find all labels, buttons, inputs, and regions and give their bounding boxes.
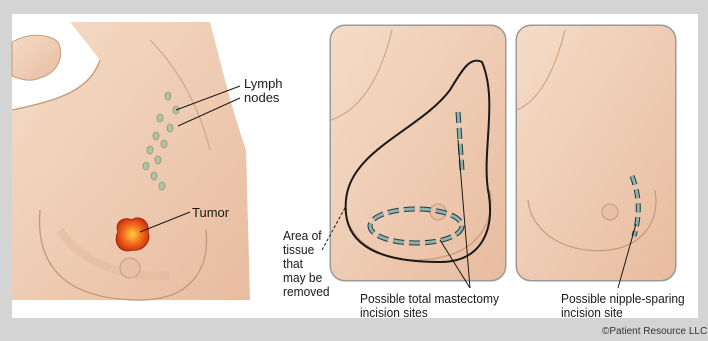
lymph-nodes-label: Lymph nodes [244, 77, 283, 105]
nipple-icon [120, 258, 140, 278]
lymph-node-icon [159, 182, 165, 190]
lymph-node-icon [161, 140, 167, 148]
area-removed-label: Area of tissue that may be removed [283, 229, 330, 299]
lymph-node-icon [151, 172, 157, 180]
total-mastectomy-label: Possible total mastectomy incision sites [360, 292, 499, 320]
lymph-node-icon [147, 146, 153, 154]
tumor-label: Tumor [192, 206, 229, 220]
left-torso-illustration [12, 22, 250, 300]
nipple-sparing-label: Possible nipple-sparing incision site [561, 292, 685, 320]
lymph-node-icon [165, 92, 171, 100]
lymph-node-icon [153, 132, 159, 140]
lymph-node-icon [167, 124, 173, 132]
middle-panel [331, 26, 505, 280]
tumor-icon [116, 218, 149, 251]
copyright-text: ©Patient Resource LLC [602, 326, 707, 337]
right-panel [517, 26, 675, 280]
lymph-node-icon [157, 114, 163, 122]
lymph-node-icon [143, 162, 149, 170]
lymph-node-icon [155, 156, 161, 164]
nipple-icon [602, 204, 618, 220]
